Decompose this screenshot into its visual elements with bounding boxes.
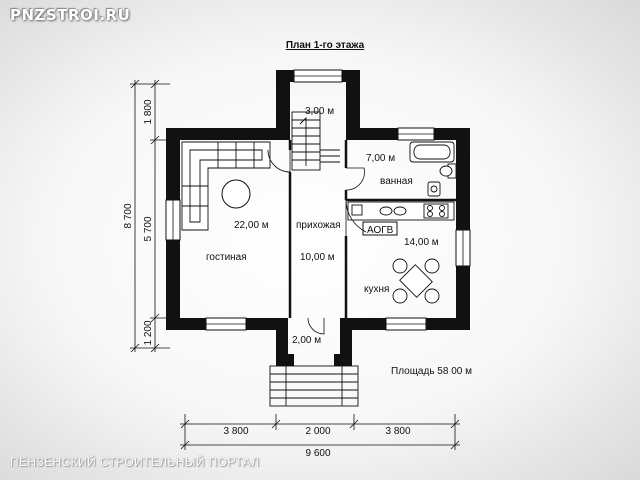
vestibule-area-label: 2,00 м: [292, 335, 321, 346]
bath-area-label: 7,00 м: [366, 153, 395, 164]
living-area-label: 22,00 м: [234, 220, 269, 231]
portal-footer: ПЕНЗЕНСКИЙ СТРОИТЕЛЬНЫЙ ПОРТАЛ: [10, 455, 260, 469]
dim-bottom-mid: 2 000: [305, 426, 330, 437]
hall-name-label: прихожая: [296, 220, 341, 231]
dim-left-mid: 5 700: [143, 216, 154, 241]
interior-walls: [288, 140, 456, 318]
hall-area-label: 10,00 м: [300, 252, 335, 263]
bathtub-icon: [409, 141, 455, 163]
kitchen-counter: [347, 201, 455, 221]
round-table-icon: [221, 179, 251, 209]
dim-left-total: 8 700: [123, 203, 134, 228]
corner-sofa: [181, 141, 271, 231]
total-area-label: Площадь 58 00 м: [391, 366, 472, 377]
dim-bottom-total: 9 600: [305, 448, 330, 459]
dining-set: [392, 258, 440, 304]
doors: [267, 149, 367, 335]
kitchen-name-label: кухня: [364, 284, 389, 295]
site-watermark: PNZSTROI.RU: [10, 6, 131, 24]
stair-area-label: 3,00 м: [305, 106, 334, 117]
plan-title: План 1-го этажа: [286, 40, 365, 51]
boiler-box: [362, 221, 398, 236]
toilet-icon: [439, 163, 457, 179]
bath-sink-icon: [427, 181, 441, 197]
dim-left-bottom: 1 200: [143, 320, 154, 345]
boiler-label: АОГВ: [367, 225, 394, 236]
bath-name-label: ванная: [380, 176, 413, 187]
kitchen-area-label: 14,00 м: [404, 237, 439, 248]
staircase: [291, 111, 340, 171]
dimension-lines: [130, 79, 460, 450]
living-name-label: гостиная: [206, 252, 247, 263]
dim-left-top: 1 800: [143, 99, 154, 124]
dim-bottom-left: 3 800: [223, 426, 248, 437]
porch-steps: [269, 365, 359, 407]
windows: [165, 69, 471, 331]
dim-bottom-right: 3 800: [385, 426, 410, 437]
